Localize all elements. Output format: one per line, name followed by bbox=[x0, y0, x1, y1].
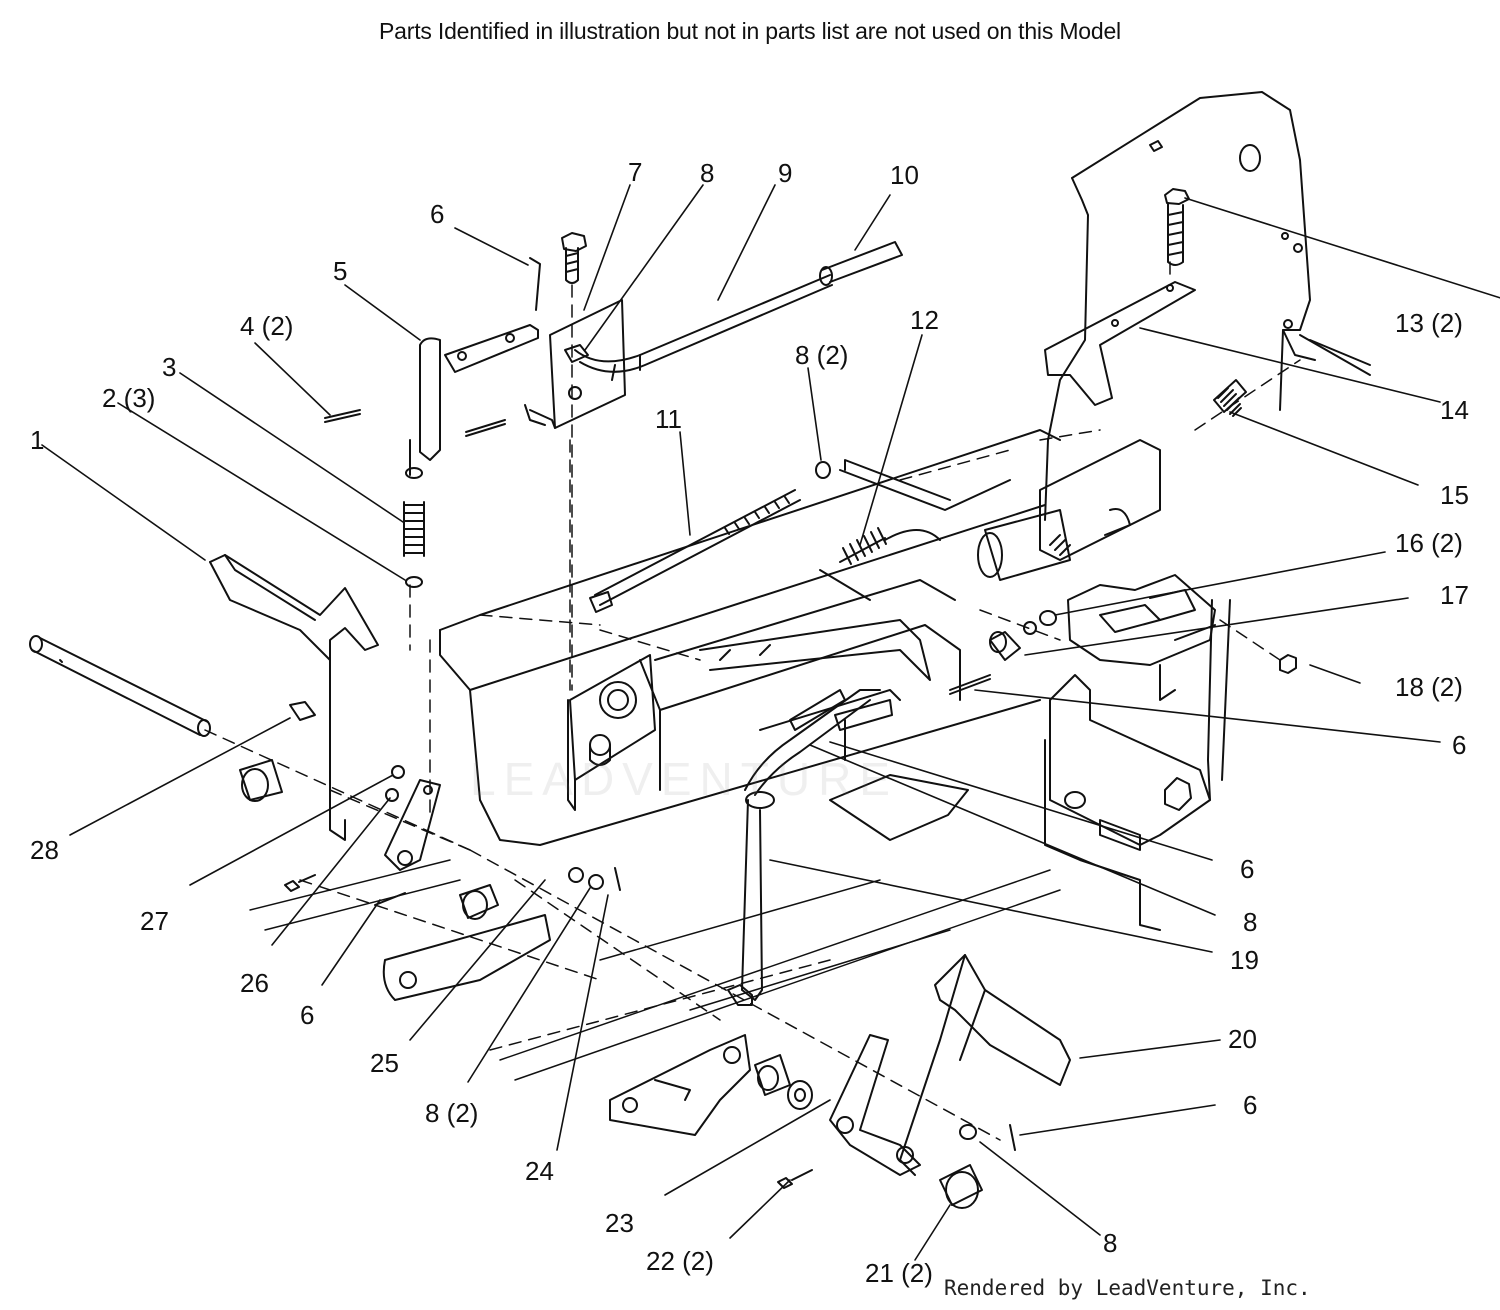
bushing-23 bbox=[754, 1054, 813, 1110]
callout-2: 2 (3) bbox=[102, 383, 156, 413]
callout-3: 3 bbox=[162, 352, 177, 382]
lever-5 bbox=[409, 324, 539, 476]
bracket-14 bbox=[1044, 281, 1196, 406]
watermark: LEADVENTURE bbox=[470, 753, 898, 805]
spring-3 bbox=[403, 467, 425, 588]
spring-12 bbox=[839, 527, 941, 565]
callout-23: 23 bbox=[605, 1208, 634, 1238]
pin-17 bbox=[989, 631, 1021, 661]
callout-19: 19 bbox=[1230, 945, 1259, 975]
callout-15: 15 bbox=[1440, 480, 1469, 510]
bolt-top bbox=[561, 232, 587, 284]
callout-18: 18 (2) bbox=[1395, 672, 1463, 702]
rod-11 bbox=[589, 461, 831, 613]
mount-plate bbox=[567, 654, 656, 811]
callout-28: 28 bbox=[30, 835, 59, 865]
side-panel bbox=[1044, 91, 1371, 801]
callout-26: 26 bbox=[240, 968, 269, 998]
callout-9: 9 bbox=[778, 158, 793, 188]
callout-16: 16 (2) bbox=[1395, 528, 1463, 558]
callout-7: 7 bbox=[628, 157, 643, 187]
callout-14: 14 bbox=[1440, 395, 1469, 425]
callout-27: 27 bbox=[140, 906, 169, 936]
screw-22 bbox=[284, 874, 813, 1189]
washers-16 bbox=[1023, 610, 1057, 635]
callout-6-right-a: 6 bbox=[1452, 730, 1467, 760]
lever-arm bbox=[384, 765, 441, 871]
washers-left bbox=[568, 867, 621, 891]
callout-21: 21 (2) bbox=[865, 1258, 933, 1288]
pedal-20 bbox=[899, 954, 1071, 1176]
rod-9 bbox=[564, 274, 833, 381]
hydro-unit bbox=[1044, 674, 1211, 931]
arm-25 bbox=[382, 884, 551, 1001]
pivot-block bbox=[977, 439, 1161, 581]
sleeve-10 bbox=[819, 241, 903, 286]
callout-6-right-c: 6 bbox=[1243, 1090, 1258, 1120]
bushing-21 bbox=[939, 1164, 983, 1209]
spring-15 bbox=[1213, 379, 1247, 417]
callout-4: 4 (2) bbox=[240, 311, 294, 341]
callout-20: 20 bbox=[1228, 1024, 1257, 1054]
rod-19 bbox=[699, 619, 931, 796]
lever-lower bbox=[829, 1034, 921, 1176]
bracket-23 bbox=[609, 1034, 751, 1136]
callout-8-top: 8 bbox=[700, 158, 715, 188]
leader-lines bbox=[41, 184, 1500, 1261]
callout-8-2-mid: 8 (2) bbox=[795, 340, 849, 370]
pedal-1 bbox=[209, 554, 379, 841]
callout-10: 10 bbox=[890, 160, 919, 190]
callout-6-right-b: 6 bbox=[1240, 854, 1255, 884]
callout-6-left: 6 bbox=[300, 1000, 315, 1030]
callout-24: 24 bbox=[525, 1156, 554, 1186]
assembly-dash-lines bbox=[204, 261, 1301, 1141]
bracket-7 bbox=[524, 299, 626, 429]
shaft-28 bbox=[29, 635, 211, 737]
hydro-bracket-17 bbox=[1067, 574, 1216, 701]
callout-8-right: 8 bbox=[1243, 907, 1258, 937]
callout-8-bottom-right: 8 bbox=[1103, 1228, 1118, 1258]
bushing bbox=[239, 701, 316, 802]
bolt-13 bbox=[1164, 188, 1190, 266]
callout-17: 17 bbox=[1440, 580, 1469, 610]
callout-5: 5 bbox=[333, 256, 348, 286]
cotter-pins bbox=[324, 257, 991, 906]
slotted-plate bbox=[829, 699, 969, 841]
washer-8-lower bbox=[959, 1124, 1016, 1151]
render-credit: Rendered by LeadVenture, Inc. bbox=[944, 1276, 1311, 1300]
callout-6-top: 6 bbox=[430, 199, 445, 229]
callout-1: 1 bbox=[30, 425, 45, 455]
callout-22: 22 (2) bbox=[646, 1246, 714, 1276]
callout-12: 12 bbox=[910, 305, 939, 335]
main-frame bbox=[439, 429, 1061, 846]
callout-25: 25 bbox=[370, 1048, 399, 1078]
callout-8-2-bottom: 8 (2) bbox=[425, 1098, 479, 1128]
callout-13: 13 (2) bbox=[1395, 308, 1463, 338]
frame-lower-lines bbox=[249, 859, 1061, 1081]
nut-18 bbox=[1279, 654, 1297, 674]
callout-11: 11 bbox=[655, 404, 682, 434]
header-note: Parts Identified in illustration but not… bbox=[379, 18, 1121, 44]
